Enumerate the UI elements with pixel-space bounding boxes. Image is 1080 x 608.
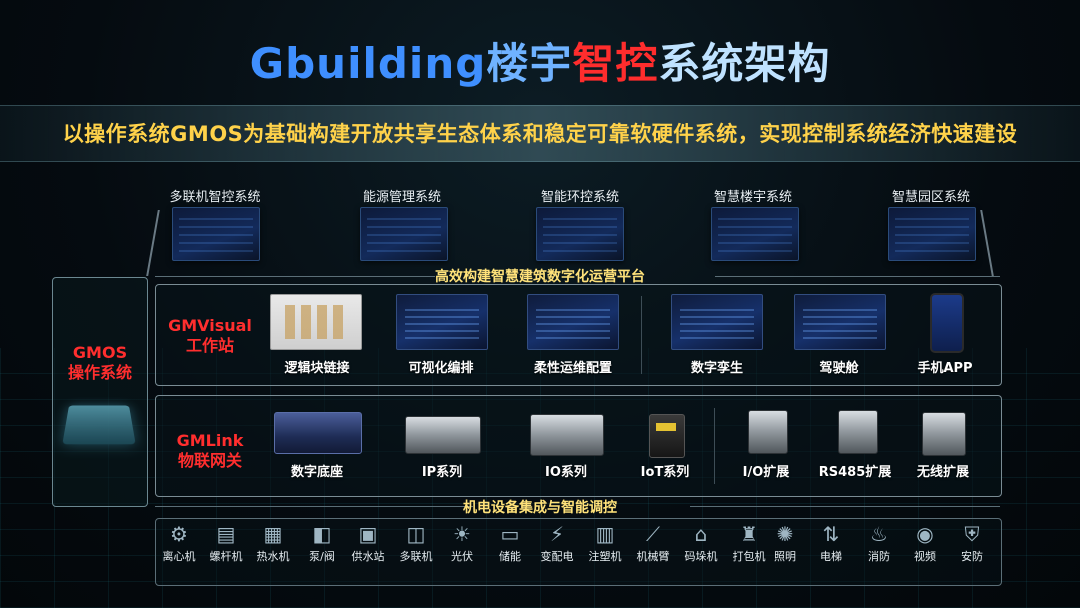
banner-line-right	[715, 276, 1000, 277]
rs485-expansion-device	[838, 410, 878, 454]
system-label-vrf: 多联机智控系统	[169, 190, 261, 205]
system-screenshot-environment	[536, 207, 624, 261]
title-brand: Gbuilding	[249, 39, 487, 88]
elevator-icon: ⇅	[822, 522, 840, 546]
injection-machine-icon: ▥	[595, 522, 615, 546]
system-label-building: 智慧楼宇系统	[713, 190, 792, 205]
io-expansion-device	[748, 410, 788, 454]
io-series-device	[530, 414, 604, 456]
device-injection-machine: ▥注塑机	[588, 522, 622, 563]
cockpit-screenshot	[794, 294, 886, 350]
system-label-energy: 能源管理系统	[362, 190, 441, 205]
gmos-name: GMOS	[72, 343, 128, 362]
device-water-station: ▣供水站	[351, 522, 385, 563]
vrf-icon: ◫	[406, 522, 426, 546]
subtitle: 以操作系统GMOS为基础构建开放共享生态体系和稳定可靠软硬件系统，实现控制系统经…	[62, 122, 1018, 146]
item-rs485-expansion: RS485扩展	[818, 465, 892, 480]
power-distribution-icon: ⚡	[549, 522, 565, 546]
devices-banner-line-right	[690, 506, 1000, 507]
centrifuge-icon: ⚙	[170, 522, 188, 546]
system-label-park: 智慧园区系统	[891, 190, 970, 205]
device-palletizer: ⌂码垛机	[684, 522, 718, 563]
item-ip-series: IP系列	[421, 465, 463, 480]
item-io-expansion: I/O扩展	[742, 465, 790, 480]
devices-banner-line-left	[155, 506, 473, 507]
device-security: ⛨安防	[944, 522, 1000, 564]
gmos-title: GMOS 操作系统	[52, 343, 148, 383]
device-pump-valve: ◧泵/阀	[294, 522, 350, 564]
item-io-series: IO系列	[545, 465, 587, 480]
title-part-smart-control: 智控	[572, 39, 659, 88]
subtitle-bar	[0, 105, 1080, 162]
shield-icon: ⛨	[964, 522, 980, 546]
gmos-box	[52, 277, 148, 507]
item-iot-series: IoT系列	[640, 465, 690, 480]
device-power-distribution: ⚡变配电	[540, 522, 574, 563]
device-water-heater: ▦热水机	[256, 522, 290, 563]
device-robot-arm: ⟋机械臂	[636, 522, 670, 563]
platform-banner: 高效构建智慧建筑数字化运营平台	[435, 269, 645, 285]
item-digital-twin: 数字孪生	[690, 361, 743, 376]
robot-arm-icon: ⟋	[646, 522, 660, 546]
digital-twin-screenshot	[671, 294, 763, 350]
device-centrifuge: ⚙离心机	[162, 522, 196, 563]
item-ops-config: 柔性运维配置	[533, 361, 612, 376]
gmvisual-tag: GMVisual 工作站	[155, 316, 265, 356]
system-screenshot-building	[711, 207, 799, 261]
gmlink-name: GMLink	[176, 431, 244, 450]
system-screenshot-park	[888, 207, 976, 261]
item-wireless-expansion: 无线扩展	[916, 465, 969, 480]
camera-icon: ◉	[916, 522, 934, 546]
packer-icon: ♜	[740, 522, 758, 546]
palletizer-icon: ⌂	[694, 522, 708, 546]
gmos-desc: 操作系统	[67, 363, 132, 382]
ip-series-device	[405, 416, 481, 454]
lighting-icon: ✺	[776, 522, 794, 546]
item-digital-base: 数字底座	[290, 465, 343, 480]
pump-valve-icon: ◧	[312, 522, 332, 546]
system-screenshot-energy	[360, 207, 448, 261]
page-title: Gbuilding楼宇智控系统架构	[0, 30, 1080, 91]
gmvisual-divider	[641, 296, 642, 374]
mobile-app-icon	[930, 293, 964, 353]
logic-block-screenshot	[270, 294, 362, 350]
item-mobile-app: 手机APP	[917, 361, 973, 376]
gmlink-divider	[714, 408, 715, 484]
gmos-cube-icon	[62, 405, 136, 445]
item-visual-orchestration: 可视化编排	[408, 361, 474, 376]
device-camera: ◉视频	[897, 522, 953, 564]
iot-series-device	[649, 414, 685, 458]
device-solar: ☀光伏	[434, 522, 490, 564]
device-battery: ▭储能	[482, 522, 538, 564]
devices-banner: 机电设备集成与智能调控	[463, 500, 617, 516]
ops-config-screenshot	[527, 294, 619, 350]
item-logic-block: 逻辑块链接	[284, 361, 350, 376]
screw-chiller-icon: ▤	[216, 522, 236, 546]
device-fire: ♨消防	[851, 522, 907, 564]
title-part-architecture: 系统架构	[658, 39, 831, 88]
visual-orchestration-screenshot	[396, 294, 488, 350]
battery-icon: ▭	[500, 522, 520, 546]
banner-line-left	[155, 276, 435, 277]
device-lighting: ✺照明	[757, 522, 813, 564]
gmvisual-name: GMVisual	[168, 316, 252, 335]
water-heater-icon: ▦	[263, 522, 283, 546]
title-part-building: 楼宇	[486, 39, 573, 88]
device-packer: ♜打包机	[732, 522, 766, 563]
wireless-expansion-device	[922, 412, 966, 456]
system-screenshot-vrf	[172, 207, 260, 261]
device-screw-chiller: ▤螺杆机	[209, 522, 243, 563]
digital-base-device	[274, 412, 362, 454]
water-station-icon: ▣	[358, 522, 378, 546]
solar-icon: ☀	[453, 522, 471, 546]
device-icons-row	[155, 518, 1002, 586]
device-vrf: ◫多联机	[399, 522, 433, 563]
device-elevator: ⇅电梯	[803, 522, 859, 564]
fire-extinguisher-icon: ♨	[870, 522, 888, 546]
gmlink-tag: GMLink 物联网关	[155, 431, 265, 471]
system-label-environment: 智能环控系统	[540, 190, 619, 205]
gmlink-desc: 物联网关	[177, 451, 242, 470]
gmvisual-desc: 工作站	[185, 336, 234, 355]
item-cockpit: 驾驶舱	[819, 361, 859, 376]
